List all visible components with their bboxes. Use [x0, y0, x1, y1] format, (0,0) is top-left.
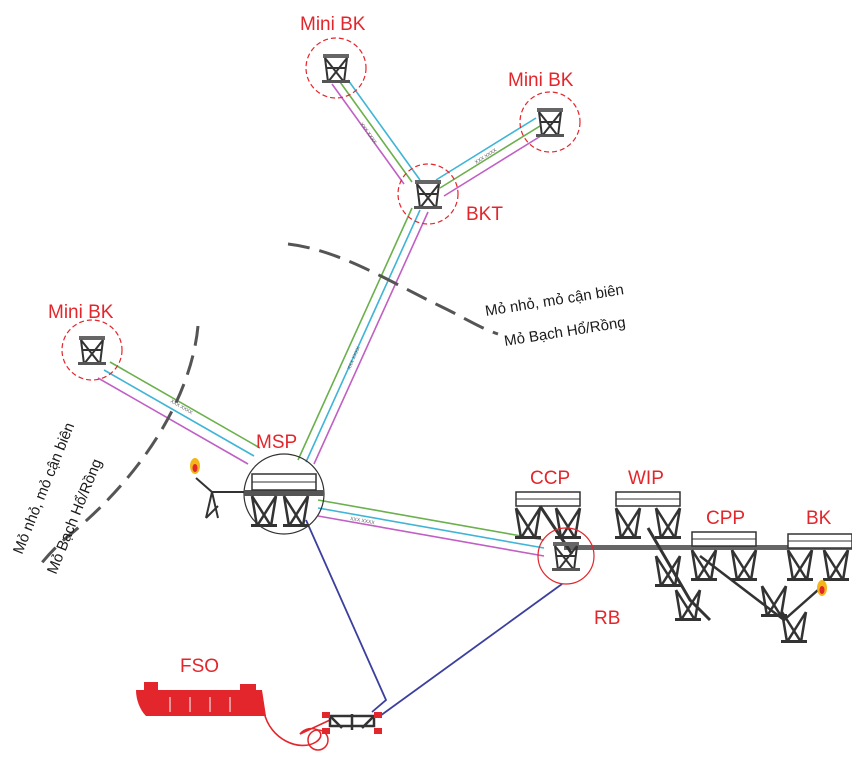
mooring-hose: [263, 711, 331, 751]
pipeline-bkt-minibk-top-green: [339, 81, 413, 183]
platform-bkt: [397, 163, 459, 225]
pipeline-msp-bkt-green: [297, 207, 413, 461]
label-msp: MSP: [256, 432, 297, 453]
boundary-right-main-field: Mỏ Bạch Hổ/Rồng: [503, 314, 627, 350]
boundary-right-small-fields: Mỏ nhỏ, mỏ cận biên: [484, 281, 625, 320]
pipeline-minibk-left-msp-magenta: [97, 377, 249, 465]
pipeline-msp-bkt-magenta: [313, 211, 429, 465]
platform-rb: [537, 527, 595, 585]
pipeline-minibk-left-msp-cyan: [103, 369, 255, 457]
boundary-left: [34, 325, 200, 571]
platform-wip: [613, 491, 703, 623]
label-bkt: BKT: [466, 204, 503, 225]
pipeline-bkt-minibk-right-cyan: [435, 117, 537, 181]
label-ccp: CCP: [530, 468, 570, 489]
pipeline-msp-rb-magenta: [317, 515, 545, 557]
pipeline-msp-rb-green: [317, 499, 545, 541]
spm-buoy: [322, 712, 382, 734]
pipeline-bkt-minibk-top-magenta: [331, 83, 405, 185]
label-fso: FSO: [180, 656, 219, 677]
platform-labels: Mini BK Mini BK BKT Mini BK MSP CCP WIP …: [48, 14, 832, 677]
label-mini-bk-right: Mini BK: [508, 70, 574, 91]
pipeline-msp-bkt-cyan: [305, 209, 421, 463]
pipeline-msp-rb-cyan: [317, 507, 545, 549]
pipeline-minibk-left-msp-green: [109, 361, 261, 449]
svg-text:XXX XXXX: XXX XXXX: [350, 516, 376, 526]
platform-mini-bk-left: [61, 319, 123, 381]
label-bk: BK: [806, 508, 832, 529]
field-boundaries: Mỏ nhỏ, mỏ cận biên Mỏ Bạch Hổ/Rồng Mỏ n…: [10, 242, 627, 576]
boundary-right: [287, 242, 499, 336]
label-wip: WIP: [628, 468, 664, 489]
pipelines: [97, 79, 563, 717]
pipeline-bkt-minibk-right-magenta: [443, 133, 545, 197]
platform-msp: [243, 453, 325, 535]
label-mini-bk-left: Mini BK: [48, 302, 114, 323]
pipeline-bkt-minibk-right-green: [439, 125, 541, 189]
pipeline-msp-buoy: [305, 519, 388, 713]
platform-cpp: [689, 531, 809, 645]
svg-text:XXX XXXX: XXX XXXX: [358, 122, 377, 146]
platform-mini-bk-right: [519, 91, 581, 153]
fso-vessel: [136, 682, 266, 716]
pipeline-rb-buoy: [379, 583, 563, 717]
label-rb: RB: [594, 608, 620, 629]
pipeline-bkt-minibk-top-cyan: [347, 79, 421, 181]
platform-mini-bk-top: [305, 37, 367, 99]
label-cpp: CPP: [706, 508, 745, 529]
platform-bk: [785, 533, 852, 596]
label-mini-bk-top: Mini BK: [300, 14, 366, 35]
msp-flare: [190, 458, 248, 519]
svg-text:XXX XXXX: XXX XXXX: [474, 147, 499, 166]
